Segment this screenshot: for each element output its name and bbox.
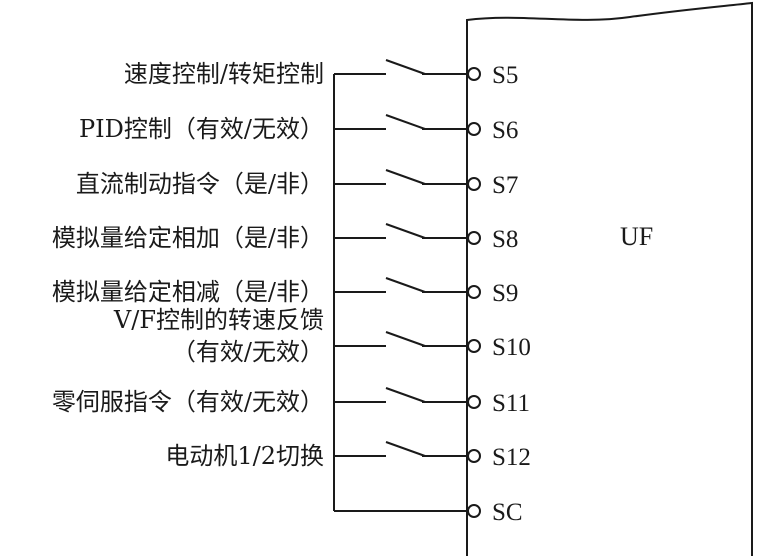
terminal-label-4: S8 [492, 226, 518, 253]
function-label-1: 速度控制/转矩控制 [124, 60, 324, 88]
function-label-7: 零伺服指令（有效/无效） [52, 388, 324, 416]
function-label-3: 直流制动指令（是/非） [76, 170, 324, 198]
switch-blade-2 [385, 114, 426, 130]
uf-device-label: UF [620, 222, 653, 251]
switch-blade-1 [385, 59, 426, 75]
function-label-2: PID控制（有效/无效） [79, 115, 324, 143]
terminal-label-5: S9 [492, 280, 518, 307]
switch-blade-6 [385, 331, 426, 347]
sc-terminal-label: SC [492, 499, 523, 526]
terminal-label-7: S11 [492, 390, 530, 417]
switch-blade-3 [385, 169, 426, 185]
terminal-circle-1 [467, 67, 481, 81]
input-rows: S5 速度控制/转矩控制 S6 PID控制（有效/无效） S7 直流制动指令（是/非） S8… [52, 59, 531, 471]
function-label-5: 模拟量给定相减（是/非） [52, 278, 324, 306]
function-label-6-line-2: （有效/无效） [172, 338, 324, 366]
terminal-label-8: S12 [492, 444, 531, 471]
switch-blade-5 [385, 277, 426, 293]
terminal-circle-7 [467, 395, 481, 409]
uf-device-box [466, 1, 753, 556]
terminal-circle-6 [467, 339, 481, 353]
terminal-circle-3 [467, 177, 481, 191]
switch-blade-7 [385, 387, 426, 403]
terminal-circle-4 [467, 231, 481, 245]
terminal-label-2: S6 [492, 117, 518, 144]
function-label-4: 模拟量给定相加（是/非） [52, 224, 324, 252]
switch-blade-4 [385, 223, 426, 239]
sc-terminal-circle [467, 504, 481, 518]
terminal-circle-8 [467, 449, 481, 463]
terminal-label-3: S7 [492, 172, 518, 199]
function-label-6-line-1: V/F控制的转速反馈 [113, 306, 324, 334]
terminal-circle-2 [467, 122, 481, 136]
terminal-label-1: S5 [492, 62, 518, 89]
function-label-8: 电动机1/2切换 [165, 442, 324, 470]
terminal-circle-5 [467, 285, 481, 299]
terminal-label-6: S10 [492, 334, 531, 361]
switch-blade-8 [385, 441, 426, 457]
